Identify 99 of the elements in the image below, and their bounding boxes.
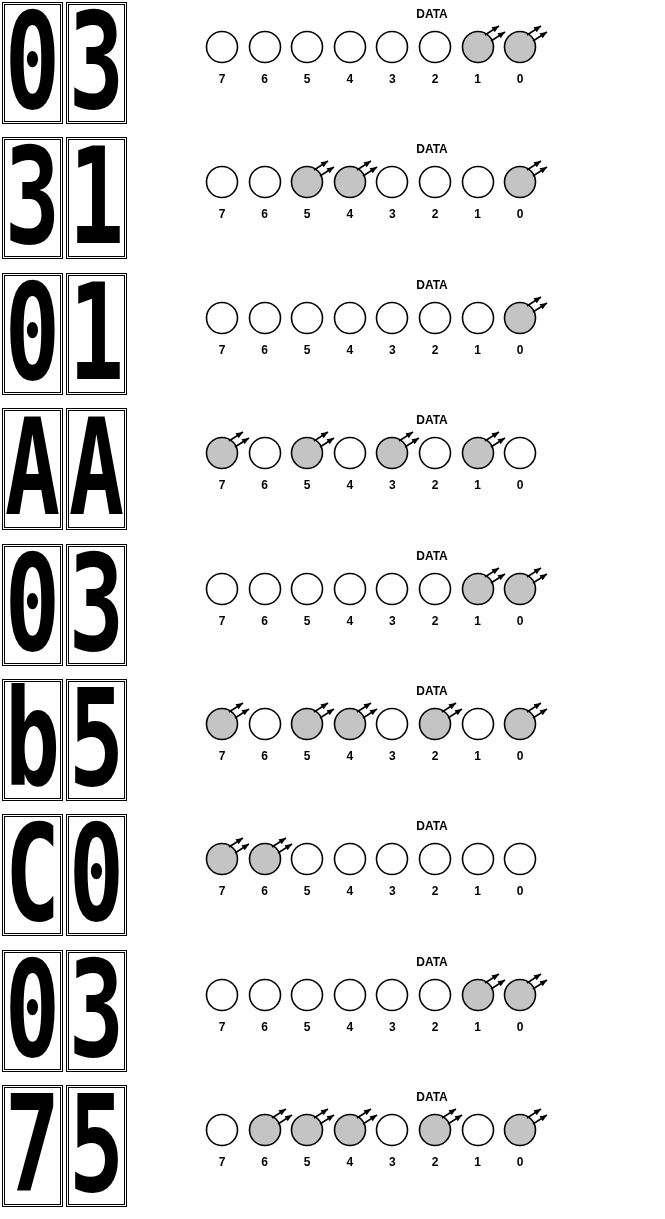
bit-number: 3 bbox=[389, 479, 396, 492]
bit-number: 1 bbox=[474, 208, 481, 221]
bit-number: 2 bbox=[431, 1156, 439, 1169]
bit-number: 2 bbox=[431, 885, 439, 898]
bit-number: 3 bbox=[389, 885, 396, 898]
display-digit: 3 bbox=[69, 546, 124, 663]
display-digit: 1 bbox=[69, 275, 124, 392]
data-label: DATA bbox=[416, 278, 448, 291]
bit-number: 4 bbox=[346, 208, 354, 221]
display-digit: b bbox=[5, 682, 60, 798]
bit-number: 1 bbox=[474, 614, 481, 627]
bit-number: 5 bbox=[303, 343, 311, 356]
bit-number: 3 bbox=[389, 73, 396, 85]
bit-number: 1 bbox=[474, 73, 481, 85]
bit-number: 0 bbox=[516, 1156, 524, 1169]
bit-number: 5 bbox=[303, 479, 311, 492]
bit-number: 3 bbox=[389, 343, 396, 356]
bit-number: 7 bbox=[218, 343, 226, 356]
bit-number: 2 bbox=[431, 208, 439, 221]
bit-number: 0 bbox=[516, 479, 524, 492]
bit-number: 6 bbox=[261, 1020, 268, 1033]
bit-number: 3 bbox=[389, 1020, 396, 1033]
bit-number: 7 bbox=[218, 73, 226, 85]
bit-number: 5 bbox=[303, 208, 311, 221]
bit-number: 0 bbox=[516, 885, 524, 898]
bit-number: 4 bbox=[346, 73, 354, 85]
bit-number: 2 bbox=[431, 614, 439, 627]
bit-number: 2 bbox=[431, 73, 439, 85]
bit-number: 6 bbox=[261, 343, 268, 356]
bit-number: 4 bbox=[346, 343, 354, 356]
data-label: DATA bbox=[416, 414, 448, 427]
data-label: DATA bbox=[416, 955, 448, 968]
bit-number: 6 bbox=[261, 73, 268, 85]
bit-number: 2 bbox=[431, 750, 439, 762]
display-digit: 1 bbox=[69, 140, 124, 257]
display-digit: 3 bbox=[69, 952, 124, 1069]
bit-number: 5 bbox=[303, 614, 311, 627]
bit-number: 6 bbox=[261, 614, 268, 627]
bit-number: 2 bbox=[431, 343, 439, 356]
bit-number: 6 bbox=[261, 479, 268, 492]
bit-number: 1 bbox=[474, 750, 481, 762]
bit-number: 4 bbox=[346, 1020, 354, 1033]
bit-number: 0 bbox=[516, 614, 524, 627]
bit-number: 3 bbox=[389, 614, 396, 627]
bit-number: 0 bbox=[516, 1020, 524, 1033]
bit-number: 5 bbox=[303, 885, 311, 898]
data-label: DATA bbox=[416, 820, 448, 833]
display-digit: A bbox=[69, 411, 124, 528]
data-label: DATA bbox=[416, 685, 448, 697]
display-digit: C bbox=[5, 817, 60, 934]
bit-number: 7 bbox=[218, 885, 226, 898]
data-label: DATA bbox=[416, 1091, 448, 1104]
bit-number: 1 bbox=[474, 885, 481, 898]
bit-number: 1 bbox=[474, 343, 481, 356]
bit-number: 7 bbox=[218, 1020, 226, 1033]
data-label: DATA bbox=[416, 549, 448, 562]
bit-number: 1 bbox=[474, 479, 481, 492]
bit-number: 5 bbox=[303, 1156, 311, 1169]
bit-number: 6 bbox=[261, 750, 268, 762]
bit-number: 4 bbox=[346, 750, 354, 762]
bit-number: 5 bbox=[303, 1020, 311, 1033]
bit-number: 6 bbox=[261, 208, 268, 221]
bit-number: 7 bbox=[218, 1156, 226, 1169]
bit-number: 0 bbox=[516, 208, 524, 221]
bit-number: 5 bbox=[303, 73, 311, 85]
display-digit: 0 bbox=[69, 817, 124, 934]
bit-number: 4 bbox=[346, 479, 354, 492]
bit-number: 7 bbox=[218, 750, 226, 762]
display-digit: 0 bbox=[5, 546, 60, 663]
display-digit: 0 bbox=[5, 952, 60, 1069]
display-digit: 0 bbox=[5, 5, 60, 121]
bit-number: 6 bbox=[261, 885, 268, 898]
display-digit: 7 bbox=[5, 1088, 60, 1205]
bit-number: 0 bbox=[516, 343, 524, 356]
bit-number: 4 bbox=[346, 885, 354, 898]
bit-number: 0 bbox=[516, 750, 524, 762]
bit-number: 4 bbox=[346, 614, 354, 627]
bit-number: 7 bbox=[218, 208, 226, 221]
bit-number: 5 bbox=[303, 750, 311, 762]
bit-number: 3 bbox=[389, 208, 396, 221]
bit-number: 3 bbox=[389, 750, 396, 762]
bit-number: 0 bbox=[516, 73, 524, 85]
bit-number: 2 bbox=[431, 1020, 439, 1033]
bit-number: 4 bbox=[346, 1156, 354, 1169]
bit-number: 2 bbox=[431, 479, 439, 492]
display-digit: 3 bbox=[5, 140, 60, 257]
bit-number: 1 bbox=[474, 1156, 481, 1169]
bit-number: 3 bbox=[389, 1156, 396, 1169]
bit-number: 7 bbox=[218, 479, 226, 492]
display-digit: 0 bbox=[5, 275, 60, 392]
display-digit: 5 bbox=[69, 1088, 124, 1205]
bit-number: 1 bbox=[474, 1020, 481, 1033]
bit-number: 7 bbox=[218, 614, 226, 627]
display-digit: A bbox=[5, 411, 60, 528]
data-label: DATA bbox=[416, 8, 448, 20]
display-digit: 3 bbox=[69, 5, 124, 121]
data-label: DATA bbox=[416, 143, 448, 156]
bit-number: 6 bbox=[261, 1156, 268, 1169]
display-digit: 5 bbox=[69, 682, 124, 798]
